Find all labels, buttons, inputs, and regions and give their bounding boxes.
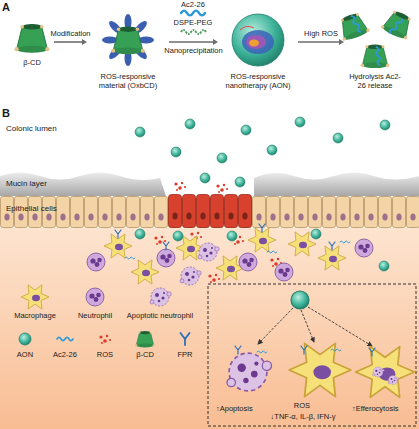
arrow-head (213, 39, 218, 45)
mucin-band (254, 173, 419, 197)
text-label: A (2, 1, 10, 13)
text-label: Ac2-26 (181, 0, 205, 9)
legend-label: FPR (178, 350, 193, 359)
text-label: ↑Apoptosis (216, 404, 253, 413)
legend-label: AON (17, 350, 33, 359)
lipid-helix (181, 30, 206, 34)
arrow-head (82, 39, 87, 45)
node-label: β-CD (12, 58, 52, 67)
arrow-shaft (298, 41, 340, 43)
text-label: Colonic lumen (6, 124, 57, 134)
edge-label: Nanoprecipitation (164, 46, 222, 55)
flow-arrow (298, 39, 344, 45)
lamina-propria (0, 228, 419, 429)
arrow-shaft (169, 41, 214, 43)
oxbcd-material (102, 14, 154, 66)
node-label: Hydrolysis Ac2-26 release (346, 72, 404, 90)
node-label: ROS-responsive nanotherapy (AON) (220, 72, 296, 90)
immune-cells (87, 224, 389, 285)
aon-nanoparticle (232, 14, 284, 66)
beta-cd-cup (15, 24, 50, 53)
flow-arrow (54, 39, 87, 45)
text-label: B (2, 107, 10, 119)
figure-node: ROS-responsive material (OxbCD) (89, 6, 167, 96)
flow-arrow (169, 39, 218, 45)
text-label: DSPE-PEG (174, 18, 213, 27)
text-label: Epithelial cells (6, 204, 57, 214)
legend-label: ROS (97, 350, 113, 359)
figure-node: β-CD (12, 8, 52, 72)
edge-label: Modification (50, 29, 90, 38)
arrow-shaft (54, 41, 83, 43)
arrow-head (339, 39, 344, 45)
figure-node: ROS-responsive nanotherapy (AON) (220, 6, 296, 96)
text-label: ROS (294, 401, 310, 410)
mucin-band (0, 173, 166, 197)
text-label: ↓TNF-α, IL-β, IFN-γ (271, 412, 336, 421)
released-cd-peptide (336, 8, 416, 69)
ros-debris (154, 182, 282, 283)
inflamed-epithelium (168, 194, 252, 228)
node-label: ROS-responsive material (OxbCD) (89, 72, 167, 90)
figure-node: Hydrolysis Ac2-26 release (346, 6, 404, 96)
edge-label: High ROS (304, 29, 338, 38)
peptide-helix (181, 11, 205, 16)
text-label: Mucin layer (6, 179, 47, 189)
legend-label: Apoptotic neutrophil (127, 311, 193, 320)
legend-label: Macrophage (14, 311, 56, 320)
text-label: ↑Efferocytosis (352, 404, 399, 413)
inset-frame (208, 284, 416, 426)
inset-mechanism (227, 291, 414, 397)
legend-label: β-CD (136, 350, 154, 359)
legend-label: Ac2-26 (53, 350, 77, 359)
legend-label: Neutrophil (78, 311, 112, 320)
